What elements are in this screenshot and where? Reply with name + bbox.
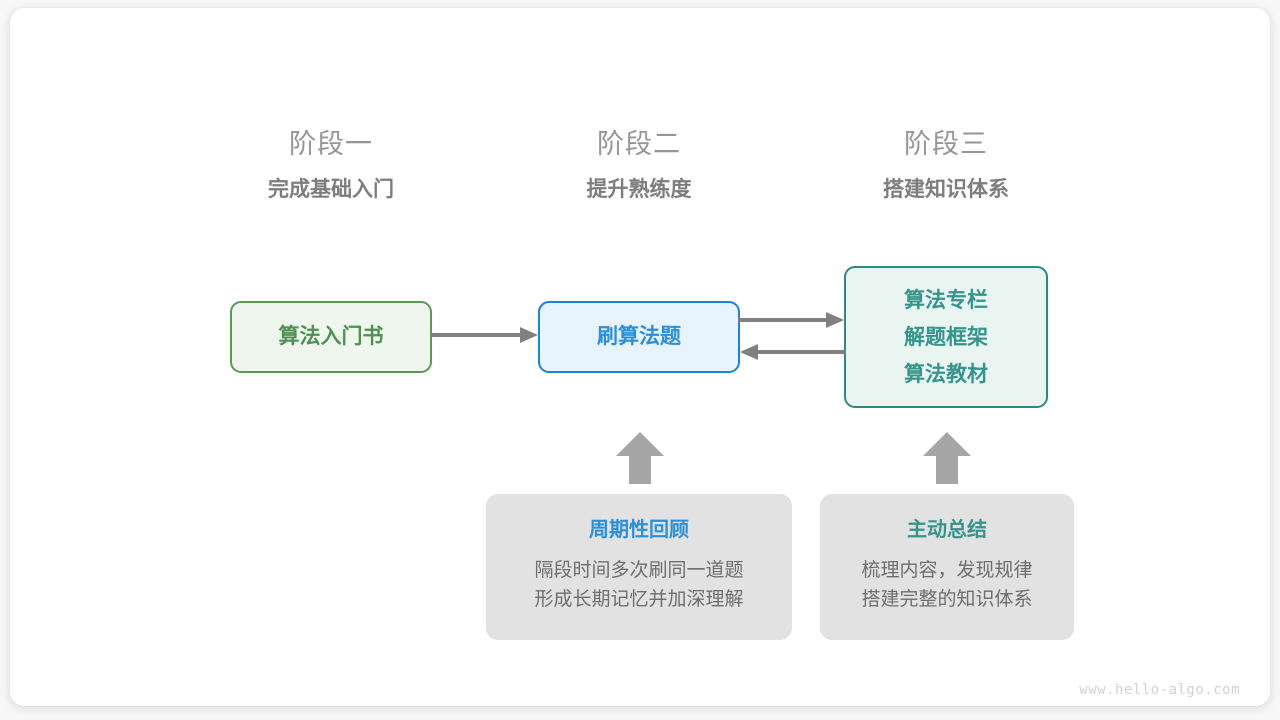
node-practice-problems[interactable]: 刷算法题: [538, 301, 740, 373]
stage-header-3: 阶段三 搭建知识体系: [816, 126, 1076, 207]
arrow-up-summary: [923, 432, 971, 484]
stage-number-3: 阶段三: [904, 129, 988, 159]
note-body-line-1: 隔段时间多次刷同一道题: [534, 560, 744, 581]
stage-number-2: 阶段二: [597, 129, 681, 159]
note-body-active-summary: 梳理内容，发现规律 搭建完整的知识体系: [820, 556, 1074, 614]
stage-number-1: 阶段一: [289, 129, 373, 159]
note-body-line-2: 形成长期记忆并加深理解: [534, 589, 744, 610]
note-card-periodic-review[interactable]: 周期性回顾 隔段时间多次刷同一道题 形成长期记忆并加深理解: [486, 494, 792, 640]
note-body-line-2: 搭建完整的知识体系: [861, 589, 1033, 610]
note-card-active-summary[interactable]: 主动总结 梳理内容，发现规律 搭建完整的知识体系: [820, 494, 1074, 640]
note-title-periodic-review: 周期性回顾: [589, 519, 689, 541]
stage-title-1: 完成基础入门: [268, 178, 394, 201]
arrow-book-to-practice: [430, 327, 538, 343]
watermark-url: www.hello-algo.com: [1079, 682, 1240, 698]
note-title-active-summary: 主动总结: [907, 519, 987, 541]
node-intro-book[interactable]: 算法入门书: [230, 301, 432, 373]
stage-title-2: 提升熟练度: [586, 178, 692, 201]
arrow-practice-to-resources: [738, 312, 844, 328]
node-resources-line-1: 算法专栏: [904, 288, 988, 312]
stage-title-3: 搭建知识体系: [883, 178, 1009, 201]
node-resources[interactable]: 算法专栏 解题框架 算法教材: [844, 266, 1048, 408]
note-body-line-1: 梳理内容，发现规律: [861, 560, 1033, 581]
stage-header-2: 阶段二 提升熟练度: [509, 126, 769, 207]
node-intro-book-label: 算法入门书: [278, 325, 384, 348]
arrow-up-review: [616, 432, 664, 484]
stage-header-1: 阶段一 完成基础入门: [201, 126, 461, 207]
node-practice-problems-label: 刷算法题: [597, 325, 681, 348]
arrow-resources-to-practice: [740, 344, 846, 360]
node-resources-line-3: 算法教材: [904, 362, 988, 386]
note-body-periodic-review: 隔段时间多次刷同一道题 形成长期记忆并加深理解: [486, 556, 792, 614]
node-resources-line-2: 解题框架: [904, 325, 988, 349]
